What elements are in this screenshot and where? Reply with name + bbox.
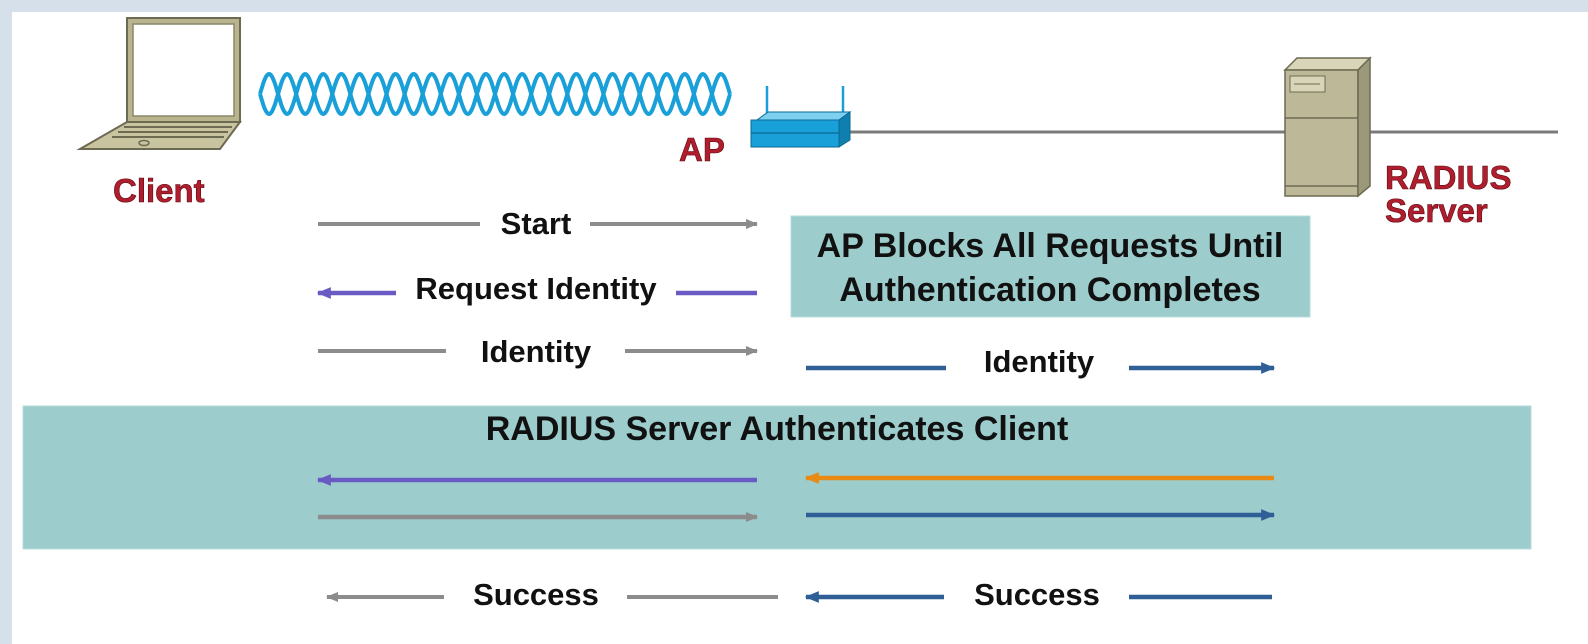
wireless-wave-icon bbox=[258, 71, 732, 117]
server-label-line1: RADIUS bbox=[1385, 159, 1512, 196]
client-label: Client bbox=[113, 172, 205, 209]
laptop-icon bbox=[76, 17, 242, 150]
ap-block-note-line1: AP Blocks All Requests Until bbox=[817, 227, 1284, 265]
diagram-svg: Client AP RADIUS Server AP Blocks All Re… bbox=[22, 17, 1558, 612]
server-label-line2: Server bbox=[1385, 192, 1488, 229]
ap-block-note-panel bbox=[790, 215, 1311, 318]
radius-auth-panel bbox=[22, 405, 1532, 550]
radius-auth-title: RADIUS Server Authenticates Client bbox=[486, 410, 1069, 448]
server-tower-icon bbox=[1283, 56, 1372, 198]
ap-block-note-line2: Authentication Completes bbox=[839, 271, 1260, 309]
request-identity-label: Request Identity bbox=[415, 271, 657, 306]
access-point-icon bbox=[750, 86, 852, 148]
success-server-label: Success bbox=[974, 577, 1100, 612]
start-label: Start bbox=[501, 206, 572, 241]
diagram-canvas: Client AP RADIUS Server AP Blocks All Re… bbox=[12, 12, 1588, 644]
ap-label: AP bbox=[679, 131, 725, 168]
success-client-label: Success bbox=[473, 577, 599, 612]
identity-server-label: Identity bbox=[984, 344, 1095, 379]
identity-client-label: Identity bbox=[481, 334, 592, 369]
